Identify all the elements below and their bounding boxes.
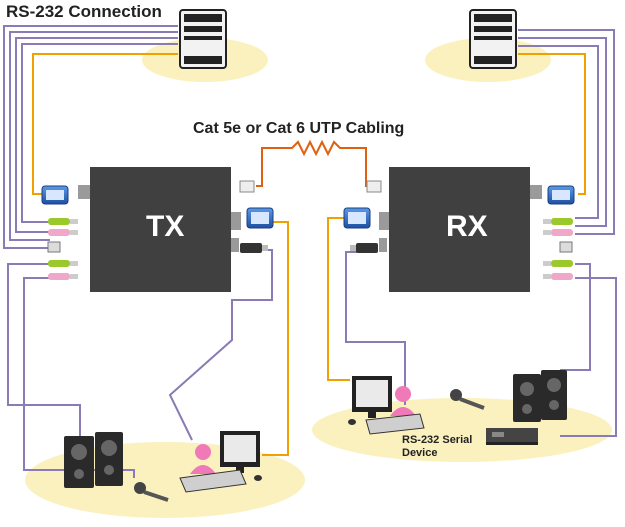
rx-audio-green-plug-2 [551,260,573,267]
tx-monitor-icon [220,431,260,473]
tx-left-connectors [41,185,78,280]
rx-user-icon [390,386,416,416]
tx-audio-pink-plug [48,229,70,236]
rx-audio-pink-plug [551,229,573,236]
tx-audio-pink-plug-2 [48,273,70,280]
rx-mic-wire [560,263,591,371]
rx-wires [327,29,617,437]
rx-usb-plug [559,241,573,253]
diagram-title: RS-232 Connection [6,2,162,21]
tx-usb-out [240,243,262,253]
rs232-device-icon [486,428,538,445]
tx-computer-icon [179,9,227,69]
tx-audio-green-plug [48,218,70,225]
rx-speaker-wire [560,277,617,437]
tx-audio-green-plug-2 [48,260,70,267]
rx-computer-icon [469,9,517,69]
tx-speakers-icon [64,432,123,488]
rx-monitor-icon [352,376,392,418]
tx-microphone-icon [134,482,169,502]
tx-mic-wire [15,37,178,233]
tx-right-connectors [239,180,274,253]
rx-speakers-icon [513,370,567,422]
rx-right-connectors [543,185,575,280]
tx-keyboard-icon [179,469,262,493]
rx-microphone-icon [450,389,485,410]
rx-audio-green-plug [551,218,573,225]
rx-monitor-wire [327,217,350,381]
tx-mic-cable [23,277,135,478]
rx-usb-wire [518,29,615,235]
tx-monitor-wire [262,221,289,456]
cabling-label: Cat 5e or Cat 6 UTP Cabling [193,120,405,137]
rx-box [379,167,542,292]
rx-audio-pink-plug-2 [551,273,573,280]
tx-wires [3,25,289,478]
tx-rj45-port [239,180,255,193]
rx-left-connectors [343,180,382,253]
rx-usb-out [356,243,378,253]
serial-device-label: RS-232 Serial Device [402,434,473,459]
tx-usb-plug [47,241,61,253]
tx-usb-wire [3,25,178,249]
cat-cable [256,139,372,187]
rx-keyboard-icon [348,413,425,435]
tx-kb-wire [168,249,273,441]
tx-spk-wire [21,43,178,223]
tx-serial-wire [32,53,178,195]
rx-label: RX [446,210,488,243]
rx-kb-wire [345,251,406,405]
rx-serial-wire [518,53,586,195]
rx-audio-wire [518,45,599,219]
tx-vga-wire [9,31,178,241]
tx-label: TX [146,210,185,243]
tx-box [78,167,241,292]
tx-speaker-wire [7,263,81,440]
tx-user-icon [190,444,216,474]
rx-vga-wire [518,37,607,227]
rx-rj45-port [366,180,382,193]
